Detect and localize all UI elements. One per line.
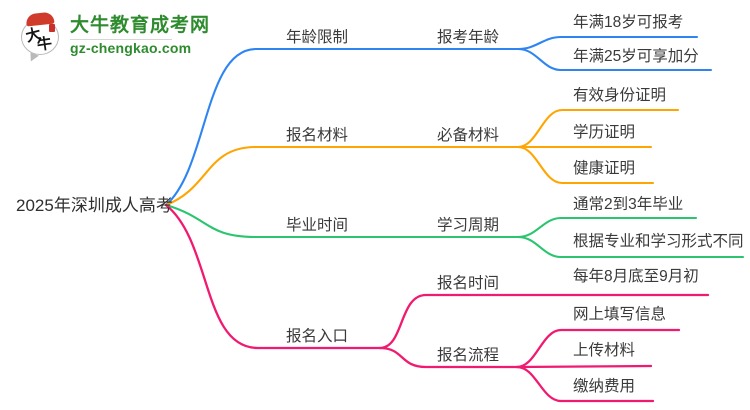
branch-node-age-limit[interactable]: 年龄限制 (286, 29, 349, 46)
subnode-signup-time[interactable]: 报名时间 (437, 275, 500, 292)
root-node[interactable]: 2025年深圳成人高考 (16, 196, 173, 215)
brand-text-block: 大牛教育成考网 gz-chengkao.com (70, 15, 210, 56)
leaf-node-id-proof[interactable]: 有效身份证明 (573, 87, 667, 104)
branch-node-graduation[interactable]: 毕业时间 (286, 217, 349, 234)
branch-lines-materials (164, 108, 680, 207)
branch-lines-age-limit (164, 35, 713, 207)
subnode-study-period[interactable]: 学习周期 (437, 217, 500, 234)
daniu-logo-icon: 大 牛 (20, 11, 62, 64)
logo-seal-mark (49, 24, 55, 32)
leaf-node-upload-materials[interactable]: 上传材料 (573, 342, 636, 359)
leaf-node-depends-on-major[interactable]: 根据专业和学习形式不同 (573, 233, 744, 250)
brand-divider (70, 39, 172, 41)
branch-lines-registration (164, 203, 710, 403)
leaf-node-age-18[interactable]: 年满18岁可报考 (573, 14, 684, 31)
leaf-node-diploma-proof[interactable]: 学历证明 (573, 124, 636, 141)
subnode-signup-process[interactable]: 报名流程 (437, 347, 500, 364)
leaf-node-pay-fee[interactable]: 缴纳费用 (573, 378, 636, 395)
leaf-node-health-proof[interactable]: 健康证明 (573, 160, 636, 177)
leaf-node-aug-sep[interactable]: 每年8月底至9月初 (573, 268, 699, 285)
branch-node-registration[interactable]: 报名入口 (286, 328, 349, 345)
site-domain: gz-chengkao.com (70, 40, 192, 57)
branch-lines-graduation (164, 203, 745, 259)
leaf-node-2-3-years[interactable]: 通常2到3年毕业 (573, 196, 684, 213)
site-logo: 大 牛 大牛教育成考网 gz-chengkao.com (20, 11, 210, 64)
subnode-required-materials[interactable]: 必备材料 (437, 127, 500, 144)
site-name: 大牛教育成考网 (70, 15, 211, 37)
subnode-apply-age[interactable]: 报考年龄 (437, 29, 500, 46)
branch-node-materials[interactable]: 报名材料 (286, 127, 349, 144)
leaf-node-age-25-bonus[interactable]: 年满25岁可享加分 (573, 48, 699, 65)
leaf-node-fill-online[interactable]: 网上填写信息 (573, 306, 667, 323)
